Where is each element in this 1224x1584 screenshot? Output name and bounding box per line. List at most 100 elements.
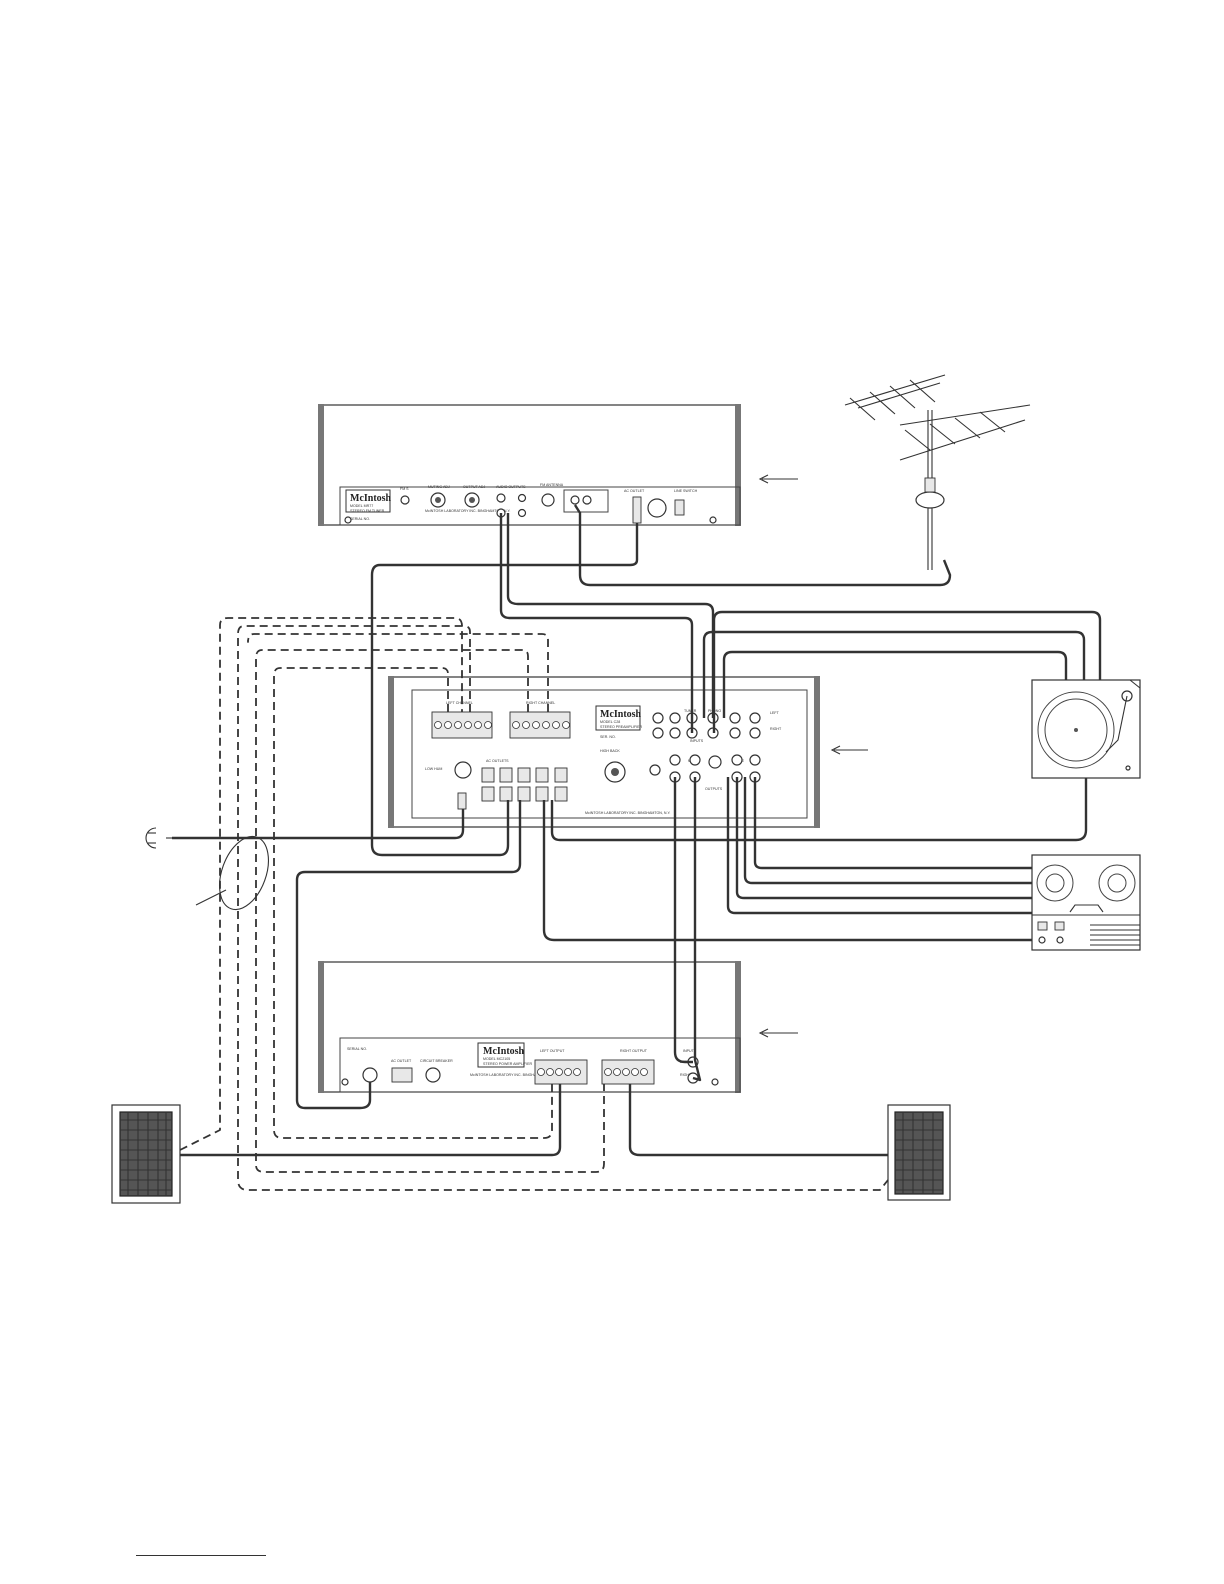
tuner-label-fm-antenna: FM ANTENNA: [540, 483, 564, 487]
tuner-audio-cable-right: [506, 513, 715, 718]
preamp-serial: SER. NO.: [600, 735, 616, 739]
tape-power-cord: [542, 800, 1032, 942]
wire-group-leader: [195, 889, 227, 906]
mains-power-cord: [172, 809, 465, 840]
main-output-cable-left: [673, 777, 693, 1064]
amplifier-left-output-terminals[interactable]: [534, 1059, 588, 1085]
tuner-audio-out-var-right[interactable]: [517, 508, 527, 518]
tuner-audio-out-left[interactable]: [496, 493, 506, 503]
tuner-ac-outlet[interactable]: [632, 496, 642, 524]
tuner-brand: McIntosh: [350, 493, 392, 504]
preamp-pointer-arrow: [830, 745, 868, 755]
tape-recorder-grille: [1090, 924, 1140, 946]
amplifier-type: STEREO POWER AMPLIFIER: [483, 1062, 533, 1066]
antenna-lead-cable: [573, 504, 952, 587]
amplifier-logo-plate: McIntosh MODEL MC2105 STEREO POWER AMPLI…: [477, 1042, 533, 1068]
tuner-audio-out-var-left[interactable]: [517, 493, 527, 503]
antenna-balun: [915, 491, 945, 509]
footnote-rule: [136, 1555, 266, 1556]
amplifier-right-output-terminals[interactable]: [601, 1059, 655, 1085]
dashed-wire-4: [247, 633, 549, 712]
speaker-icon-right: [887, 1104, 951, 1201]
amplifier-label-right: RIGHT: [680, 1073, 692, 1077]
tuner-pointer-arrow: [758, 474, 798, 484]
tuner-type: STEREO FM TUNER: [350, 509, 385, 513]
tuner-fuse-holder[interactable]: [647, 498, 667, 518]
preamp-label-low-hum: LOW HUM: [425, 767, 442, 771]
preamp-ac-outlet-sockets[interactable]: [481, 767, 568, 802]
dashed-wire-1: [179, 617, 463, 1151]
phono-cable-left: [702, 630, 1086, 718]
preamp-fuse-holder[interactable]: [454, 761, 472, 779]
tuner-label-ac-outlet: AC OUTLET: [624, 489, 645, 493]
speaker-icon-left: [111, 1104, 181, 1204]
preamp-right-speaker-terminals[interactable]: [509, 711, 571, 739]
amplifier-model: MODEL MC2105: [483, 1057, 510, 1061]
tuner-logo-plate: McIntosh MODEL MR77 STEREO FM TUNER: [345, 489, 392, 513]
preamp-label-right: RIGHT: [770, 727, 782, 731]
amplifier-pointer-arrow: [758, 1028, 798, 1038]
tuner-maker: McINTOSH LABORATORY INC. BINGHAMTON, N.Y…: [425, 509, 510, 513]
amplifier-label-circuit-breaker: CIRCUIT BREAKER: [420, 1059, 453, 1063]
amplifier-label-ac-outlet: AC OUTLET: [391, 1059, 412, 1063]
tuner-screw-right: [709, 516, 717, 524]
preamp-logo-plate: McIntosh MODEL C28 STEREO PREAMPLIFIER: [595, 705, 643, 731]
preamp-label-ac-outlets: AC OUTLETS: [486, 759, 509, 763]
wire-group-marker: [219, 835, 269, 911]
tuner-antenna-300-ohm-a[interactable]: [570, 495, 580, 505]
tuner-label-line-switch: LINE SWITCH: [674, 489, 698, 493]
left-speaker-wire: [180, 1084, 562, 1157]
tuner-line-switch[interactable]: [674, 499, 685, 516]
tuner-label-output: OUTPUT ADJ: [463, 485, 486, 489]
preamp-label-high-back: HIGH BACK: [600, 749, 620, 753]
tuner-power-cord: [370, 523, 639, 857]
amplifier-fuse-holder[interactable]: [362, 1067, 378, 1083]
amplifier-screw-right: [711, 1078, 719, 1086]
power-plug-icon: [145, 827, 172, 849]
turntable-power-cord: [722, 650, 1068, 718]
dashed-wire-3: [255, 649, 605, 1173]
preamp-label-right-channel: RIGHT CHANNEL: [526, 701, 555, 705]
dashed-wire-2: [237, 625, 889, 1191]
preamp-left-speaker-terminals[interactable]: [431, 711, 493, 739]
preamp-ac-power-cord-socket[interactable]: [457, 792, 467, 810]
amplifier-power-cord: [295, 800, 522, 1110]
tape-cable-3: [735, 777, 1032, 900]
dashed-wire-5: [273, 667, 553, 1139]
preamp-type: STEREO PREAMPLIFIER: [600, 725, 643, 729]
amplifier-ac-outlet[interactable]: [391, 1067, 413, 1083]
amplifier-maker: McINTOSH LABORATORY INC. BINGHAMTON, N.Y…: [470, 1073, 555, 1077]
amplifier-label-right-output: RIGHT OUTPUT: [620, 1049, 648, 1053]
turntable-icon: [1031, 679, 1141, 779]
preamp-label-left: LEFT: [770, 711, 780, 715]
main-output-cable-right: [692, 777, 702, 1082]
amplifier-screw-left: [341, 1078, 349, 1086]
tuner-unit: McIntosh MODEL MR77 STEREO FM TUNER SERI…: [318, 404, 741, 526]
preamp-label-tuner: TUNER: [684, 709, 697, 713]
phono-cable-right: [712, 610, 1102, 733]
antenna-icon: [844, 374, 1031, 570]
preamp-label-inputs: INPUTS: [690, 739, 704, 743]
tuner-antenna-300-ohm-b[interactable]: [582, 495, 592, 505]
preamp-maker: McINTOSH LABORATORY INC. BINGHAMTON, N.Y…: [585, 811, 670, 815]
preamp-label-outputs: OUTPUTS: [705, 787, 723, 791]
tuner-screw-left: [344, 516, 352, 524]
tuner-serial: SERIAL NO.: [350, 517, 370, 521]
amplifier-circuit-breaker[interactable]: [425, 1067, 441, 1083]
tape-cable-1: [753, 777, 1032, 870]
preamp-brand: McIntosh: [600, 709, 642, 720]
tuner-fm-s-jack[interactable]: [400, 495, 410, 505]
tuner-label-audio-outputs: AUDIO OUTPUTS: [496, 485, 526, 489]
tape-cable-2: [743, 777, 1032, 885]
tuner-antenna-75-ohm[interactable]: [541, 493, 555, 507]
alternate-speaker-wiring: [179, 617, 889, 1191]
tuner-model: MODEL MR77: [350, 504, 373, 508]
amplifier-label-left-output: LEFT OUTPUT: [540, 1049, 565, 1053]
power-amplifier-unit: SERIAL NO. McIntosh MODEL MC2105 STEREO …: [318, 961, 741, 1093]
turntable-ground-cable: [550, 778, 1088, 842]
interconnect-cables: [172, 504, 1102, 1157]
tuner-label-muting: MUTING ADJ: [428, 485, 450, 489]
amplifier-label-inputs: INPUTS: [683, 1049, 697, 1053]
antenna-connector: [924, 477, 936, 493]
